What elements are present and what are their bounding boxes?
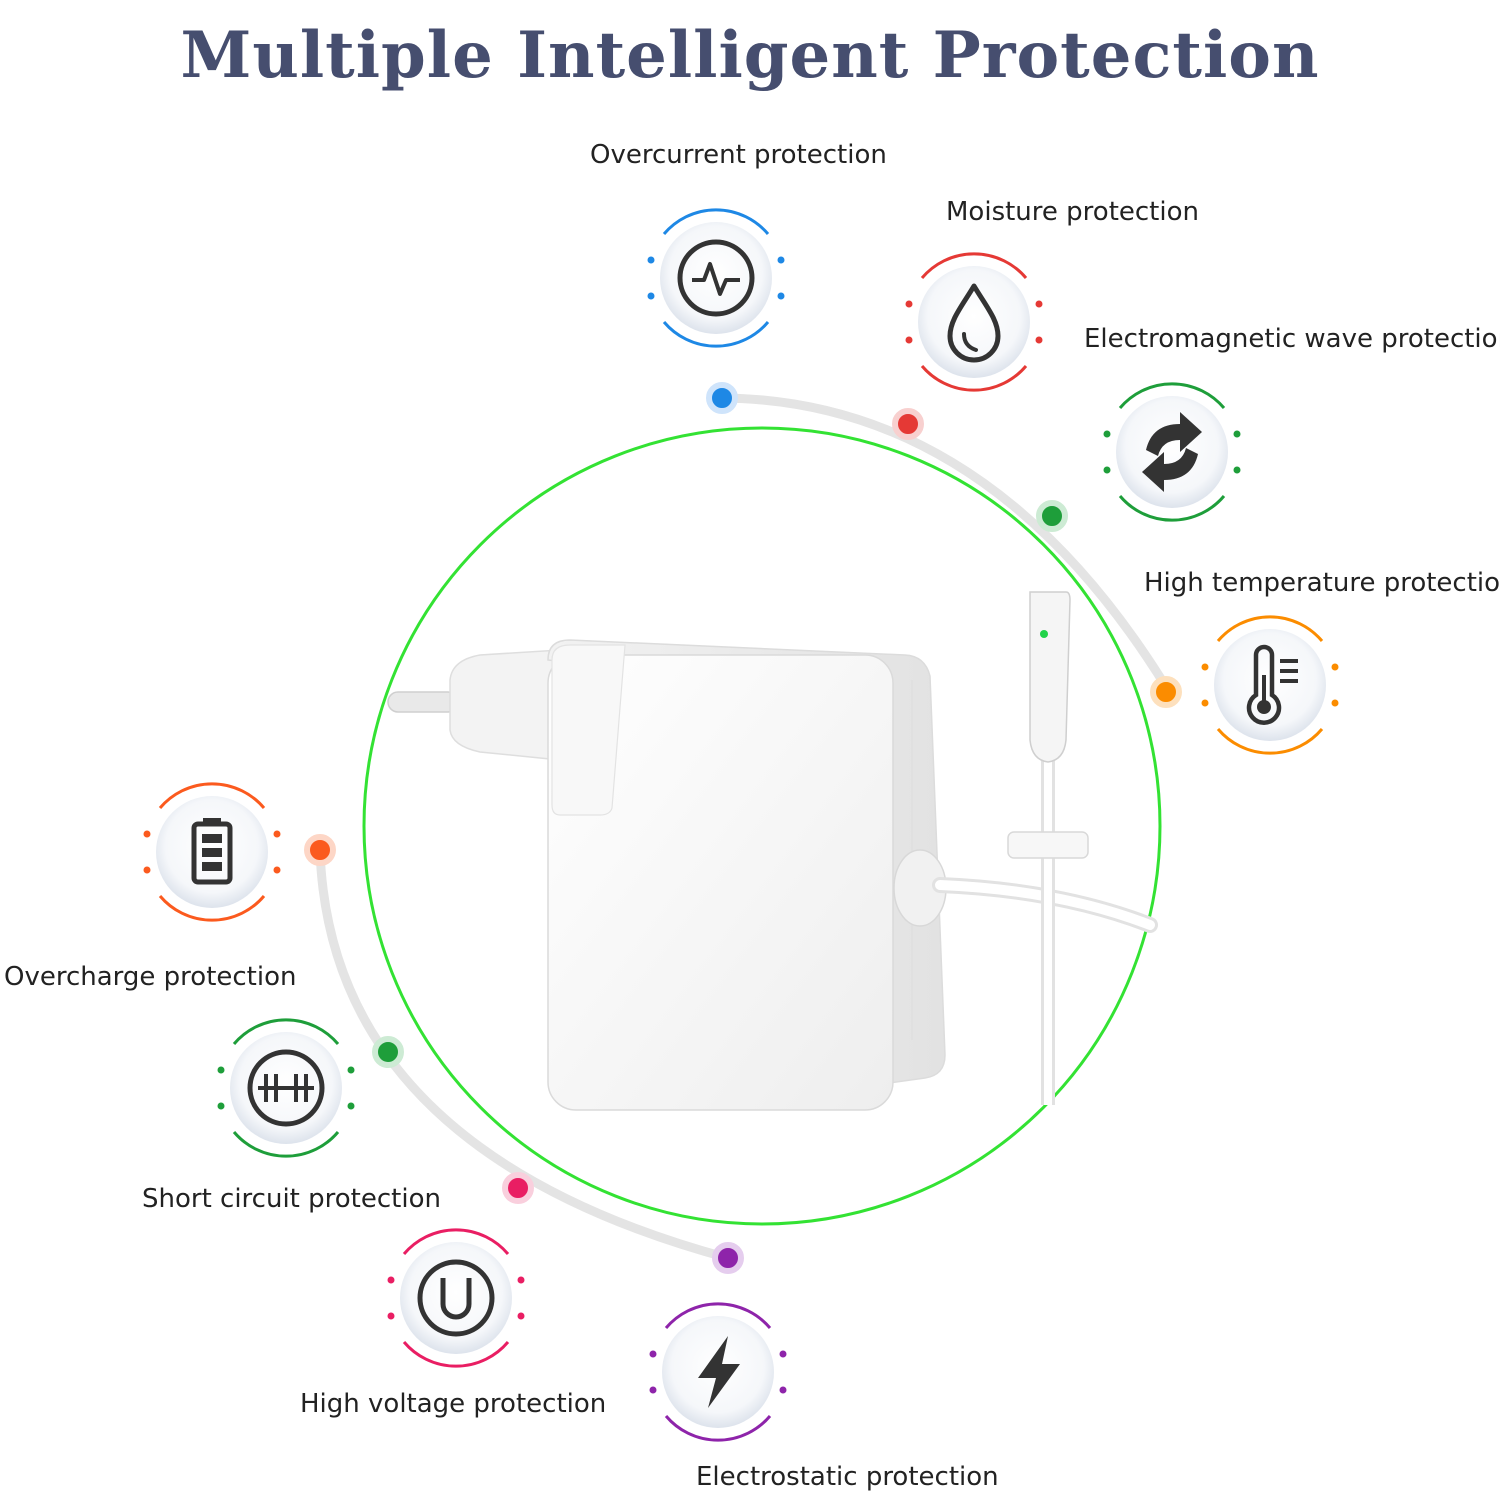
resistor-icon — [247, 1049, 325, 1127]
electrostatic-badge — [649, 1302, 787, 1442]
overcurrent-badge — [647, 208, 785, 348]
label-overcharge: Overcharge protection — [4, 962, 297, 992]
thermometer-icon — [1246, 644, 1298, 725]
high-temperature-badge — [1201, 615, 1339, 755]
label-high-voltage: High voltage protection — [300, 1389, 607, 1419]
label-high-temperature: High temperature protection — [1144, 568, 1500, 598]
moisture-badge — [905, 252, 1043, 392]
page-title: Multiple Intelligent Protection — [180, 18, 1320, 93]
connector-status-led — [1040, 630, 1048, 638]
label-electromagnetic: Electromagnetic wave protection — [1084, 324, 1500, 354]
connector-dots — [304, 382, 1182, 1274]
dot-orange-lower — [304, 834, 336, 866]
electromagnetic-badge — [1103, 382, 1241, 522]
label-moisture: Moisture protection — [946, 197, 1199, 227]
high-voltage-badge — [387, 1228, 525, 1368]
dot-magenta — [502, 1172, 534, 1204]
battery-icon — [191, 818, 233, 885]
lightning-icon — [698, 1336, 740, 1408]
label-short-circuit: Short circuit protection — [142, 1184, 441, 1214]
dot-purple — [712, 1242, 744, 1274]
short-circuit-badge — [217, 1018, 355, 1158]
letter-u-icon — [417, 1259, 495, 1337]
overcharge-badge — [143, 782, 281, 922]
dot-orange — [1150, 676, 1182, 708]
dot-green-lower — [372, 1036, 404, 1068]
charger-adapter-illustration — [387, 591, 1158, 1111]
dot-green — [1036, 500, 1068, 532]
label-electrostatic: Electrostatic protection — [696, 1462, 999, 1492]
upper-connector-arc — [717, 393, 1173, 695]
water-drop-icon — [947, 283, 1001, 363]
lower-connector-arc — [315, 845, 733, 1263]
rotating-arrows-icon — [1142, 412, 1202, 492]
dot-red — [892, 408, 924, 440]
waveform-icon — [677, 239, 755, 317]
dot-blue — [706, 382, 738, 414]
label-overcurrent: Overcurrent protection — [590, 140, 887, 170]
